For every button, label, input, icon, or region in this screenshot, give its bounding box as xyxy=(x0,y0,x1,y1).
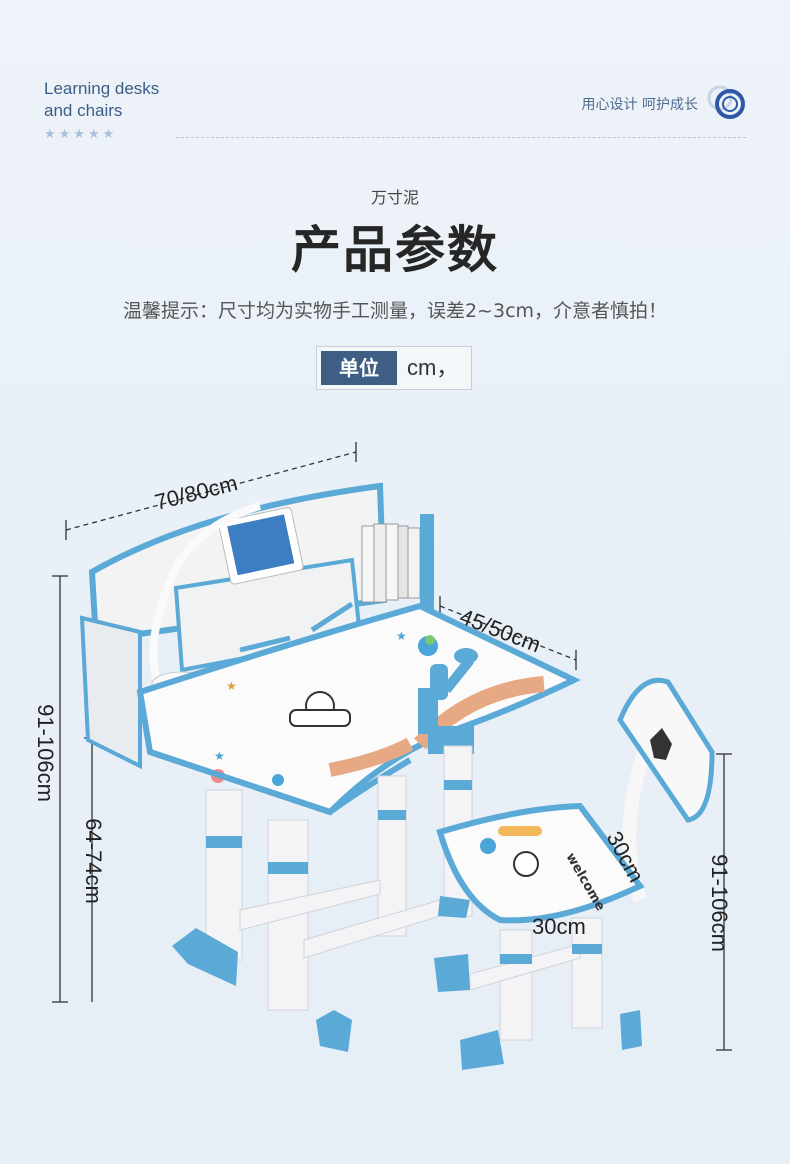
measurement-tip: 温馨提示：尺寸均为实物手工测量，误差2~3cm，介意者慎拍！ xyxy=(122,300,668,322)
seat-width-label: 30cm xyxy=(532,914,586,939)
svg-text:★: ★ xyxy=(226,679,237,693)
page-title: 产品参数 xyxy=(291,221,499,279)
ring-logo-icon xyxy=(707,85,745,119)
astronaut-sticker xyxy=(289,691,351,727)
chair-seat xyxy=(436,802,645,924)
svg-text:★: ★ xyxy=(214,749,225,763)
desk-width-dimension-line xyxy=(65,442,357,540)
chair: welcome xyxy=(434,677,715,1070)
desk-height-label: 64-74cm xyxy=(80,818,106,904)
header-divider xyxy=(176,137,746,138)
chair-height-label: 91-106cm xyxy=(706,854,732,952)
brand-name: 万寸泥 xyxy=(370,188,419,207)
desk-legs xyxy=(205,745,473,1011)
desk-clamp xyxy=(418,648,478,754)
total-height-dimension-line xyxy=(52,575,68,1003)
desk-lamp xyxy=(149,502,262,692)
desk-left-panel xyxy=(79,615,142,770)
english-title-line2: and chairs xyxy=(44,101,123,120)
total-height-label: 91-106cm xyxy=(32,704,58,802)
desk-feet xyxy=(172,896,470,1052)
svg-text:★: ★ xyxy=(396,629,407,643)
chair-height-dimension-line xyxy=(716,753,732,1051)
unit-value: cm， xyxy=(407,355,459,380)
books xyxy=(361,523,421,603)
desk-leg-collars xyxy=(206,780,472,874)
english-title: Learning desks and chairs xyxy=(44,78,159,122)
desk-chair-illustration: ★ ★ ★ welcome xyxy=(52,442,732,1070)
rating-stars: ★★★★★ xyxy=(44,127,118,142)
english-title-line1: Learning desks xyxy=(44,79,160,98)
slogan: 用心设计 呵护成长 xyxy=(581,97,698,113)
unit-label: 单位 xyxy=(321,351,397,385)
tablet xyxy=(218,507,304,585)
unit-badge: 单位 cm， xyxy=(316,346,472,390)
